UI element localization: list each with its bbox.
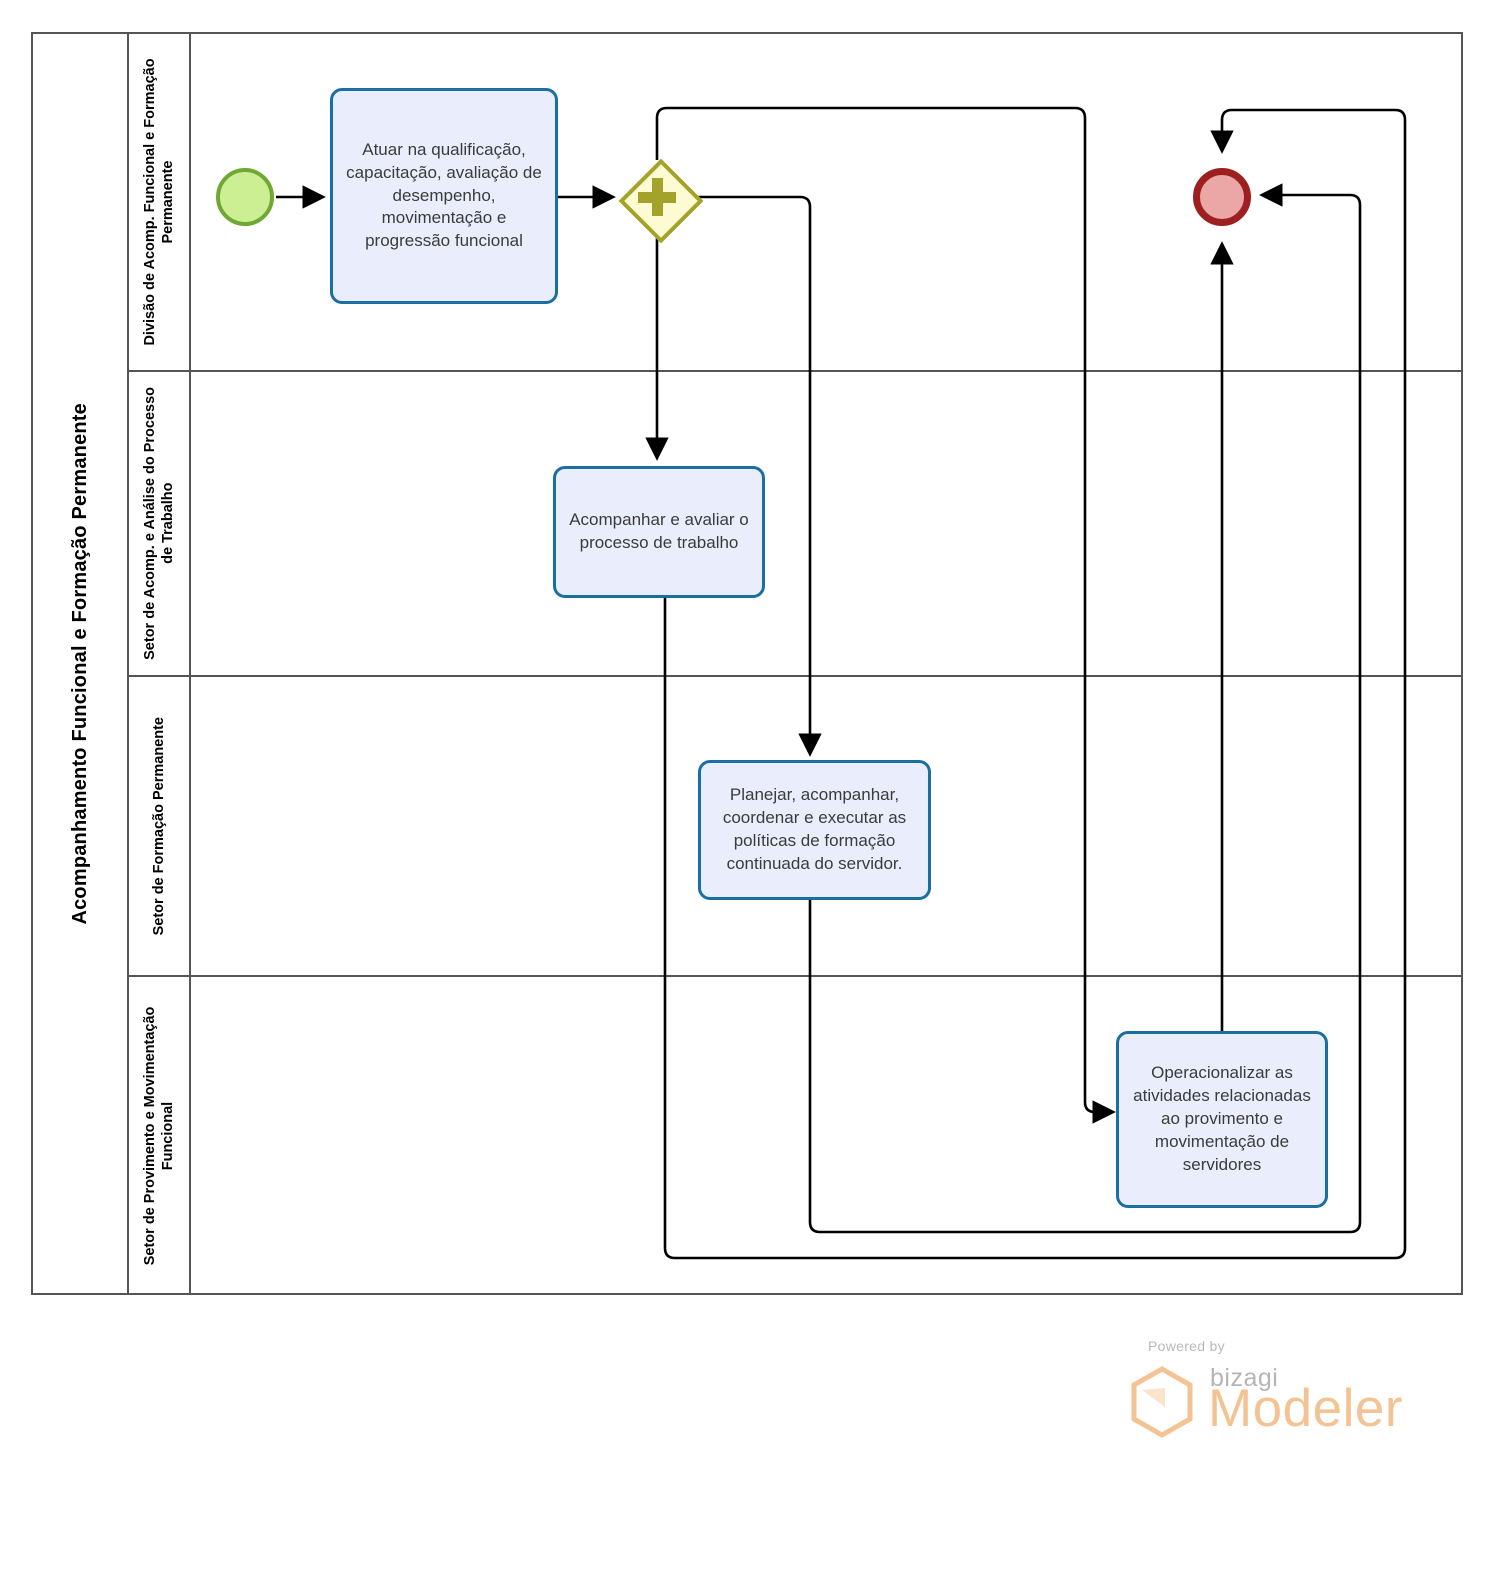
task-acompanhar-avaliar[interactable]: Acompanhar e avaliar o processo de traba… bbox=[553, 466, 765, 598]
lane-header-formacao: Setor de Formação Permanente bbox=[129, 677, 191, 975]
lane-label-formacao: Setor de Formação Permanente bbox=[150, 716, 167, 936]
pool-header: Acompanhamento Funcional e Formação Perm… bbox=[33, 34, 129, 1293]
bizagi-hexagon-logo-icon bbox=[1131, 1366, 1193, 1438]
lane-label-provimento: Setor de Provimento e Movimentação Funci… bbox=[141, 1006, 176, 1266]
task-planejar-label: Planejar, acompanhar, coordenar e execut… bbox=[722, 785, 907, 873]
parallel-gateway[interactable] bbox=[618, 158, 704, 244]
modeler-wordmark: Modeler bbox=[1208, 1379, 1403, 1438]
task-planejar[interactable]: Planejar, acompanhar, coordenar e execut… bbox=[698, 760, 931, 900]
start-event[interactable] bbox=[216, 168, 274, 226]
lane-header-divisao: Divisão de Acomp. Funcional e Formação P… bbox=[129, 34, 191, 370]
lane-analise[interactable]: Setor de Acomp. e Análise do Processo de… bbox=[129, 370, 1461, 675]
lane-label-analise: Setor de Acomp. e Análise do Processo de… bbox=[141, 387, 176, 660]
lane-header-analise: Setor de Acomp. e Análise do Processo de… bbox=[129, 372, 191, 675]
task-operacionalizar[interactable]: Operacionalizar as atividades relacionad… bbox=[1116, 1031, 1328, 1208]
task-operacionalizar-label: Operacionalizar as atividades relacionad… bbox=[1133, 1063, 1311, 1174]
lane-header-provimento: Setor de Provimento e Movimentação Funci… bbox=[129, 977, 191, 1295]
task-acompanhar-avaliar-label: Acompanhar e avaliar o processo de traba… bbox=[569, 510, 749, 552]
lane-label-divisao: Divisão de Acomp. Funcional e Formação P… bbox=[141, 58, 176, 346]
powered-by-label: Powered by bbox=[1148, 1338, 1225, 1354]
pool-title: Acompanhamento Funcional e Formação Perm… bbox=[68, 402, 91, 925]
lane-divisao[interactable]: Divisão de Acomp. Funcional e Formação P… bbox=[129, 34, 1461, 370]
bizagi-wordmark: bizagi bbox=[1210, 1364, 1279, 1392]
task-atuar-label: Atuar na qualificação, capacitação, aval… bbox=[346, 139, 542, 251]
bizagi-branding: Powered by bizagi Modeler bbox=[1128, 1338, 1402, 1448]
parallel-marker-icon-vertical bbox=[651, 178, 663, 216]
end-event[interactable] bbox=[1193, 168, 1251, 226]
task-atuar[interactable]: Atuar na qualificação, capacitação, aval… bbox=[330, 88, 558, 304]
